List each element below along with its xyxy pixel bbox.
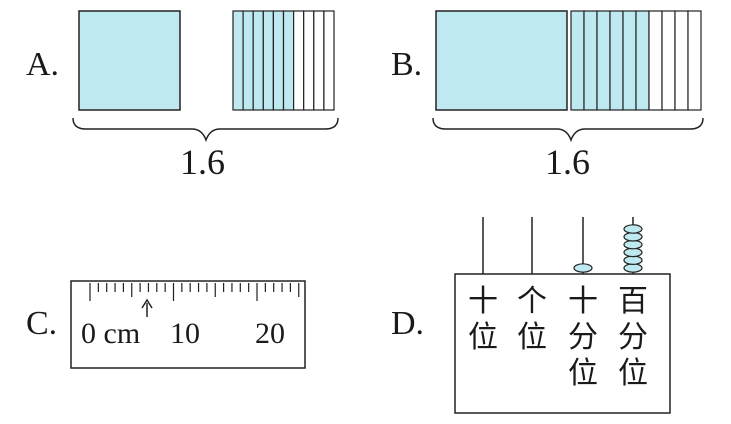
- option-b-tenth-strip-1: [570, 10, 585, 111]
- abacus-column-label-hundredths: 百 分 位: [618, 284, 648, 391]
- option-a-tenth-strip-3: [252, 10, 264, 111]
- option-a-label: A.: [26, 46, 60, 83]
- option-b-full-square: [435, 10, 568, 111]
- option-a-full-square: [78, 10, 181, 111]
- option-b-label: B.: [391, 46, 423, 83]
- ruler-label-ten: 10: [170, 317, 200, 350]
- abacus-beads: [573, 224, 643, 273]
- option-a-brace: [72, 117, 339, 143]
- ruler-label-zero-cm: 0 cm: [81, 317, 141, 350]
- abacus-bead-col3-1: [573, 263, 593, 273]
- option-b-tenth-strip-5: [622, 10, 637, 111]
- option-b-tenth-strip-9: [674, 10, 689, 111]
- option-b-tenth-strip-4: [609, 10, 624, 111]
- abacus-bead-col4-5: [623, 232, 643, 242]
- option-a-tenth-strip-2: [242, 10, 254, 111]
- option-d-abacus: [454, 217, 671, 414]
- option-b-brace: [432, 117, 704, 143]
- abacus-bead-col4-3: [623, 247, 643, 258]
- option-c-label: C.: [26, 305, 58, 342]
- option-d-label: D.: [391, 305, 425, 342]
- abacus-bead-col4-1: [623, 263, 643, 273]
- option-b-figure: [432, 10, 704, 143]
- option-b-tenth-strip-6: [635, 10, 650, 111]
- option-a-tenth-strip-5: [272, 10, 285, 111]
- option-a-tenth-strip-7: [293, 10, 305, 111]
- abacus-bead-col4-6: [623, 224, 643, 234]
- ruler-ticks: [89, 283, 300, 301]
- ruler-label-twenty: 20: [255, 317, 285, 350]
- abacus-bead-col4-2: [623, 255, 643, 265]
- option-b-caption: 1.6: [545, 142, 590, 182]
- option-c-ruler: [70, 280, 306, 369]
- option-a-tenth-strip-9: [313, 10, 325, 111]
- option-a-tenth-strip-1: [232, 10, 244, 111]
- abacus-column-label-tens: 十 位: [468, 284, 498, 355]
- option-a-tenth-strip-10: [323, 10, 335, 111]
- option-a-figure: [72, 10, 339, 143]
- option-a-tenth-strip-8: [303, 10, 315, 111]
- option-a-tenth-strip-4: [262, 10, 274, 111]
- abacus-column-label-ones: 个 位: [517, 284, 547, 355]
- ruler-arrow-head: [141, 298, 153, 309]
- abacus-column-label-tenths: 十 分 位: [568, 284, 598, 391]
- option-a-caption: 1.6: [180, 142, 225, 182]
- option-a-tenth-strip-6: [282, 10, 295, 111]
- option-b-tenth-strip-2: [583, 10, 598, 111]
- option-b-tenth-strip-7: [648, 10, 663, 111]
- option-a-tenths-grid: [232, 10, 335, 111]
- abacus-bead-col4-4: [623, 239, 643, 250]
- option-b-tenth-strip-10: [687, 10, 702, 111]
- option-b-tenth-strip-8: [661, 10, 676, 111]
- abacus-frame: [454, 273, 671, 414]
- ruler-body: [70, 280, 306, 369]
- option-b-tenth-strip-3: [596, 10, 611, 111]
- option-b-tenths-grid: [570, 10, 702, 111]
